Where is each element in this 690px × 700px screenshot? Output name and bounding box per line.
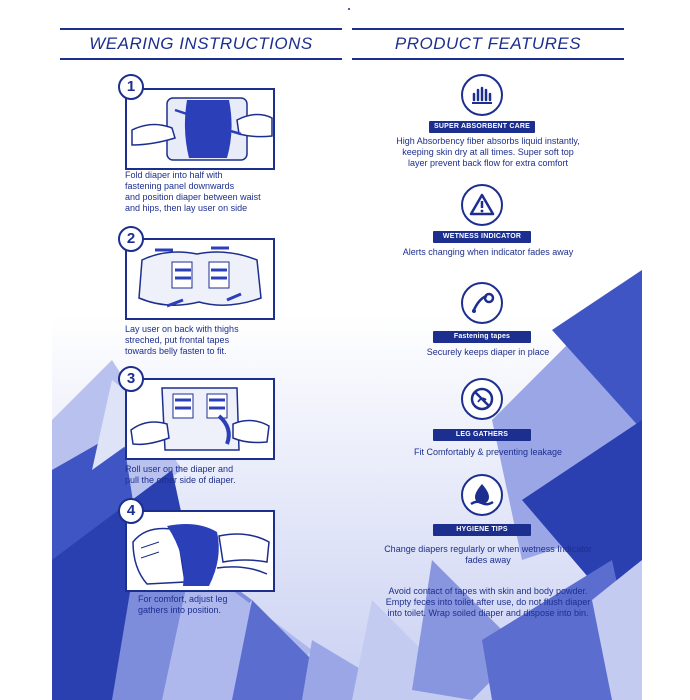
step-2-number: 2 bbox=[118, 226, 144, 252]
super-absorbent-badge: SUPER ABSORBENT CARE bbox=[429, 121, 535, 133]
wearing-instructions-header: WEARING INSTRUCTIONS bbox=[60, 28, 342, 60]
step-4-illustration bbox=[125, 510, 275, 592]
geometric-background bbox=[52, 0, 642, 700]
fastening-tapes-text: Securely keeps diaper in place bbox=[426, 347, 550, 357]
print-mark bbox=[348, 8, 350, 10]
wetness-indicator-badge: WETNESS INDICATOR bbox=[433, 231, 531, 243]
leg-gathers-icon bbox=[461, 378, 503, 420]
leg-gathers-text: Fit Comfortably & preventing leakage bbox=[413, 447, 563, 457]
wearing-instructions-title: WEARING INSTRUCTIONS bbox=[89, 34, 313, 53]
step-1-illustration bbox=[125, 88, 275, 170]
diaper-package-back: WEARING INSTRUCTIONS PRODUCT FEATURES 1 … bbox=[52, 0, 642, 700]
wetness-warning-icon bbox=[461, 184, 503, 226]
step-4-number: 4 bbox=[118, 498, 144, 524]
product-features-title: PRODUCT FEATURES bbox=[394, 34, 582, 53]
fastening-tape-icon bbox=[461, 282, 503, 324]
disposal-instructions: Avoid contact of tapes with skin and bod… bbox=[385, 586, 591, 618]
super-absorbent-text: High Absorbency fiber absorbs liquid ins… bbox=[396, 136, 580, 168]
step-2-caption: Lay user on back with thighs streched, p… bbox=[125, 324, 239, 356]
hygiene-drop-icon bbox=[461, 474, 503, 516]
leg-gathers-badge: LEG GATHERS bbox=[433, 429, 531, 441]
step-3-caption: Roll user on the diaper and pull the oth… bbox=[125, 464, 236, 485]
hygiene-tips-text: Change diapers regularly or when wetness… bbox=[384, 544, 592, 565]
step-1-number: 1 bbox=[118, 74, 144, 100]
step-2-illustration bbox=[125, 238, 275, 320]
step-3-number: 3 bbox=[118, 366, 144, 392]
step-3-illustration bbox=[125, 378, 275, 460]
product-features-header: PRODUCT FEATURES bbox=[352, 28, 624, 60]
wetness-indicator-text: Alerts changing when indicator fades awa… bbox=[402, 247, 574, 257]
super-absorbent-icon bbox=[461, 74, 503, 116]
fastening-tapes-badge: Fastening tapes bbox=[433, 331, 531, 343]
step-1-caption: Fold diaper into half with fastening pan… bbox=[125, 170, 261, 213]
step-4-caption: For comfort, adjust leg gathers into pos… bbox=[138, 594, 228, 615]
hygiene-tips-badge: HYGIENE TIPS bbox=[433, 524, 531, 536]
